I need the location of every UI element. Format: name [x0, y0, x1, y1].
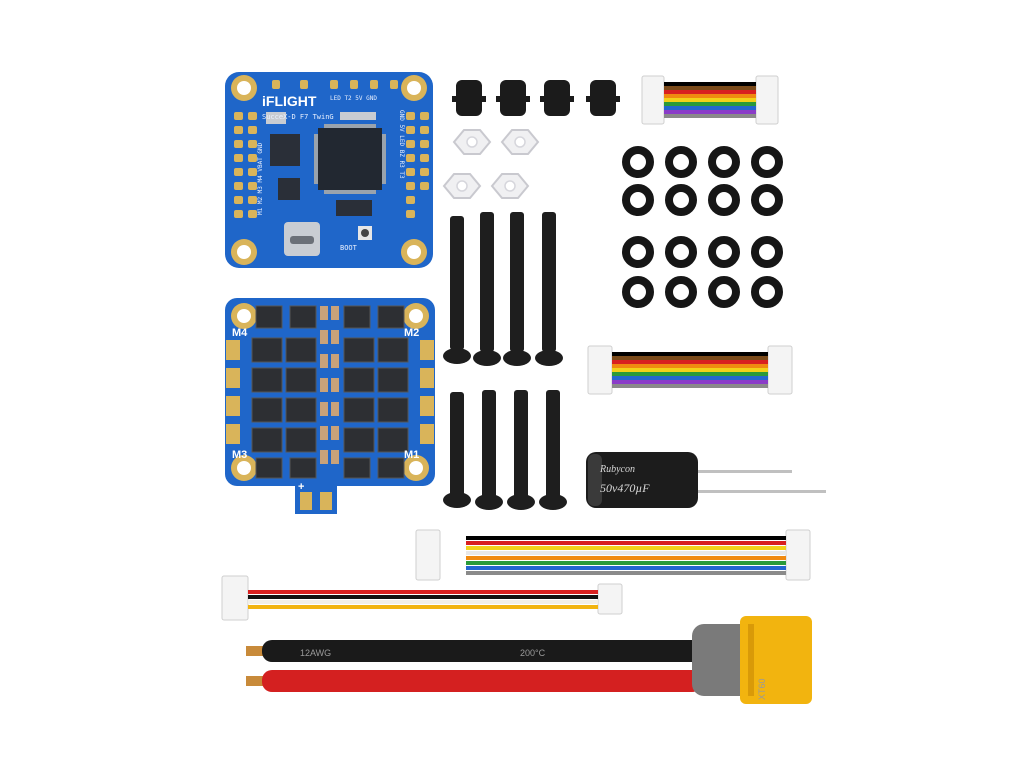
power-lead-with-xt60: 12AWG 200°C XT60	[246, 616, 812, 704]
flight-controller-board: iFLIGHT SucceX-D F7 TwinG BOOT LED T2 5V…	[225, 72, 433, 268]
power-lead-temp: 200°C	[520, 648, 546, 658]
ribbon-cable-long	[415, 529, 811, 581]
esc-plus-label: +	[298, 481, 304, 493]
fc-left-pad-labels: M1 M2 M3 M4 VBAT GND	[257, 142, 264, 215]
capacitor-rating: 50v470µF	[600, 481, 650, 495]
connector-type: XT60	[757, 678, 767, 700]
fc-boot-label: BOOT	[340, 244, 358, 252]
esc-board: M4 M2 M3 M1 +	[225, 298, 435, 514]
fc-right-pad-labels: GND 5V LED BZ R3 T3	[398, 110, 405, 179]
esc-label-m4: M4	[232, 327, 248, 339]
xt60-connector-icon	[740, 616, 812, 704]
rubber-grommets	[452, 80, 620, 116]
ribbon-cable-medium	[587, 345, 793, 395]
esc-label-m2: M2	[404, 327, 419, 339]
capacitor-brand: Rubycon	[599, 464, 635, 475]
rubber-o-rings	[622, 146, 783, 308]
power-lead-gauge: 12AWG	[300, 648, 331, 658]
m3-screws	[443, 212, 567, 510]
fc-top-pad-labels: LED T2 5V GND	[330, 95, 377, 102]
ribbon-cable-short	[641, 75, 779, 125]
four-wire-cable	[221, 575, 623, 621]
electrolytic-capacitor: Rubycon 50v470µF	[586, 452, 826, 508]
fc-model-label: SucceX-D F7 TwinG	[262, 113, 334, 121]
esc-label-m1: M1	[404, 449, 419, 461]
fc-brand-label: iFLIGHT	[262, 93, 317, 109]
esc-label-m3: M3	[232, 449, 247, 461]
